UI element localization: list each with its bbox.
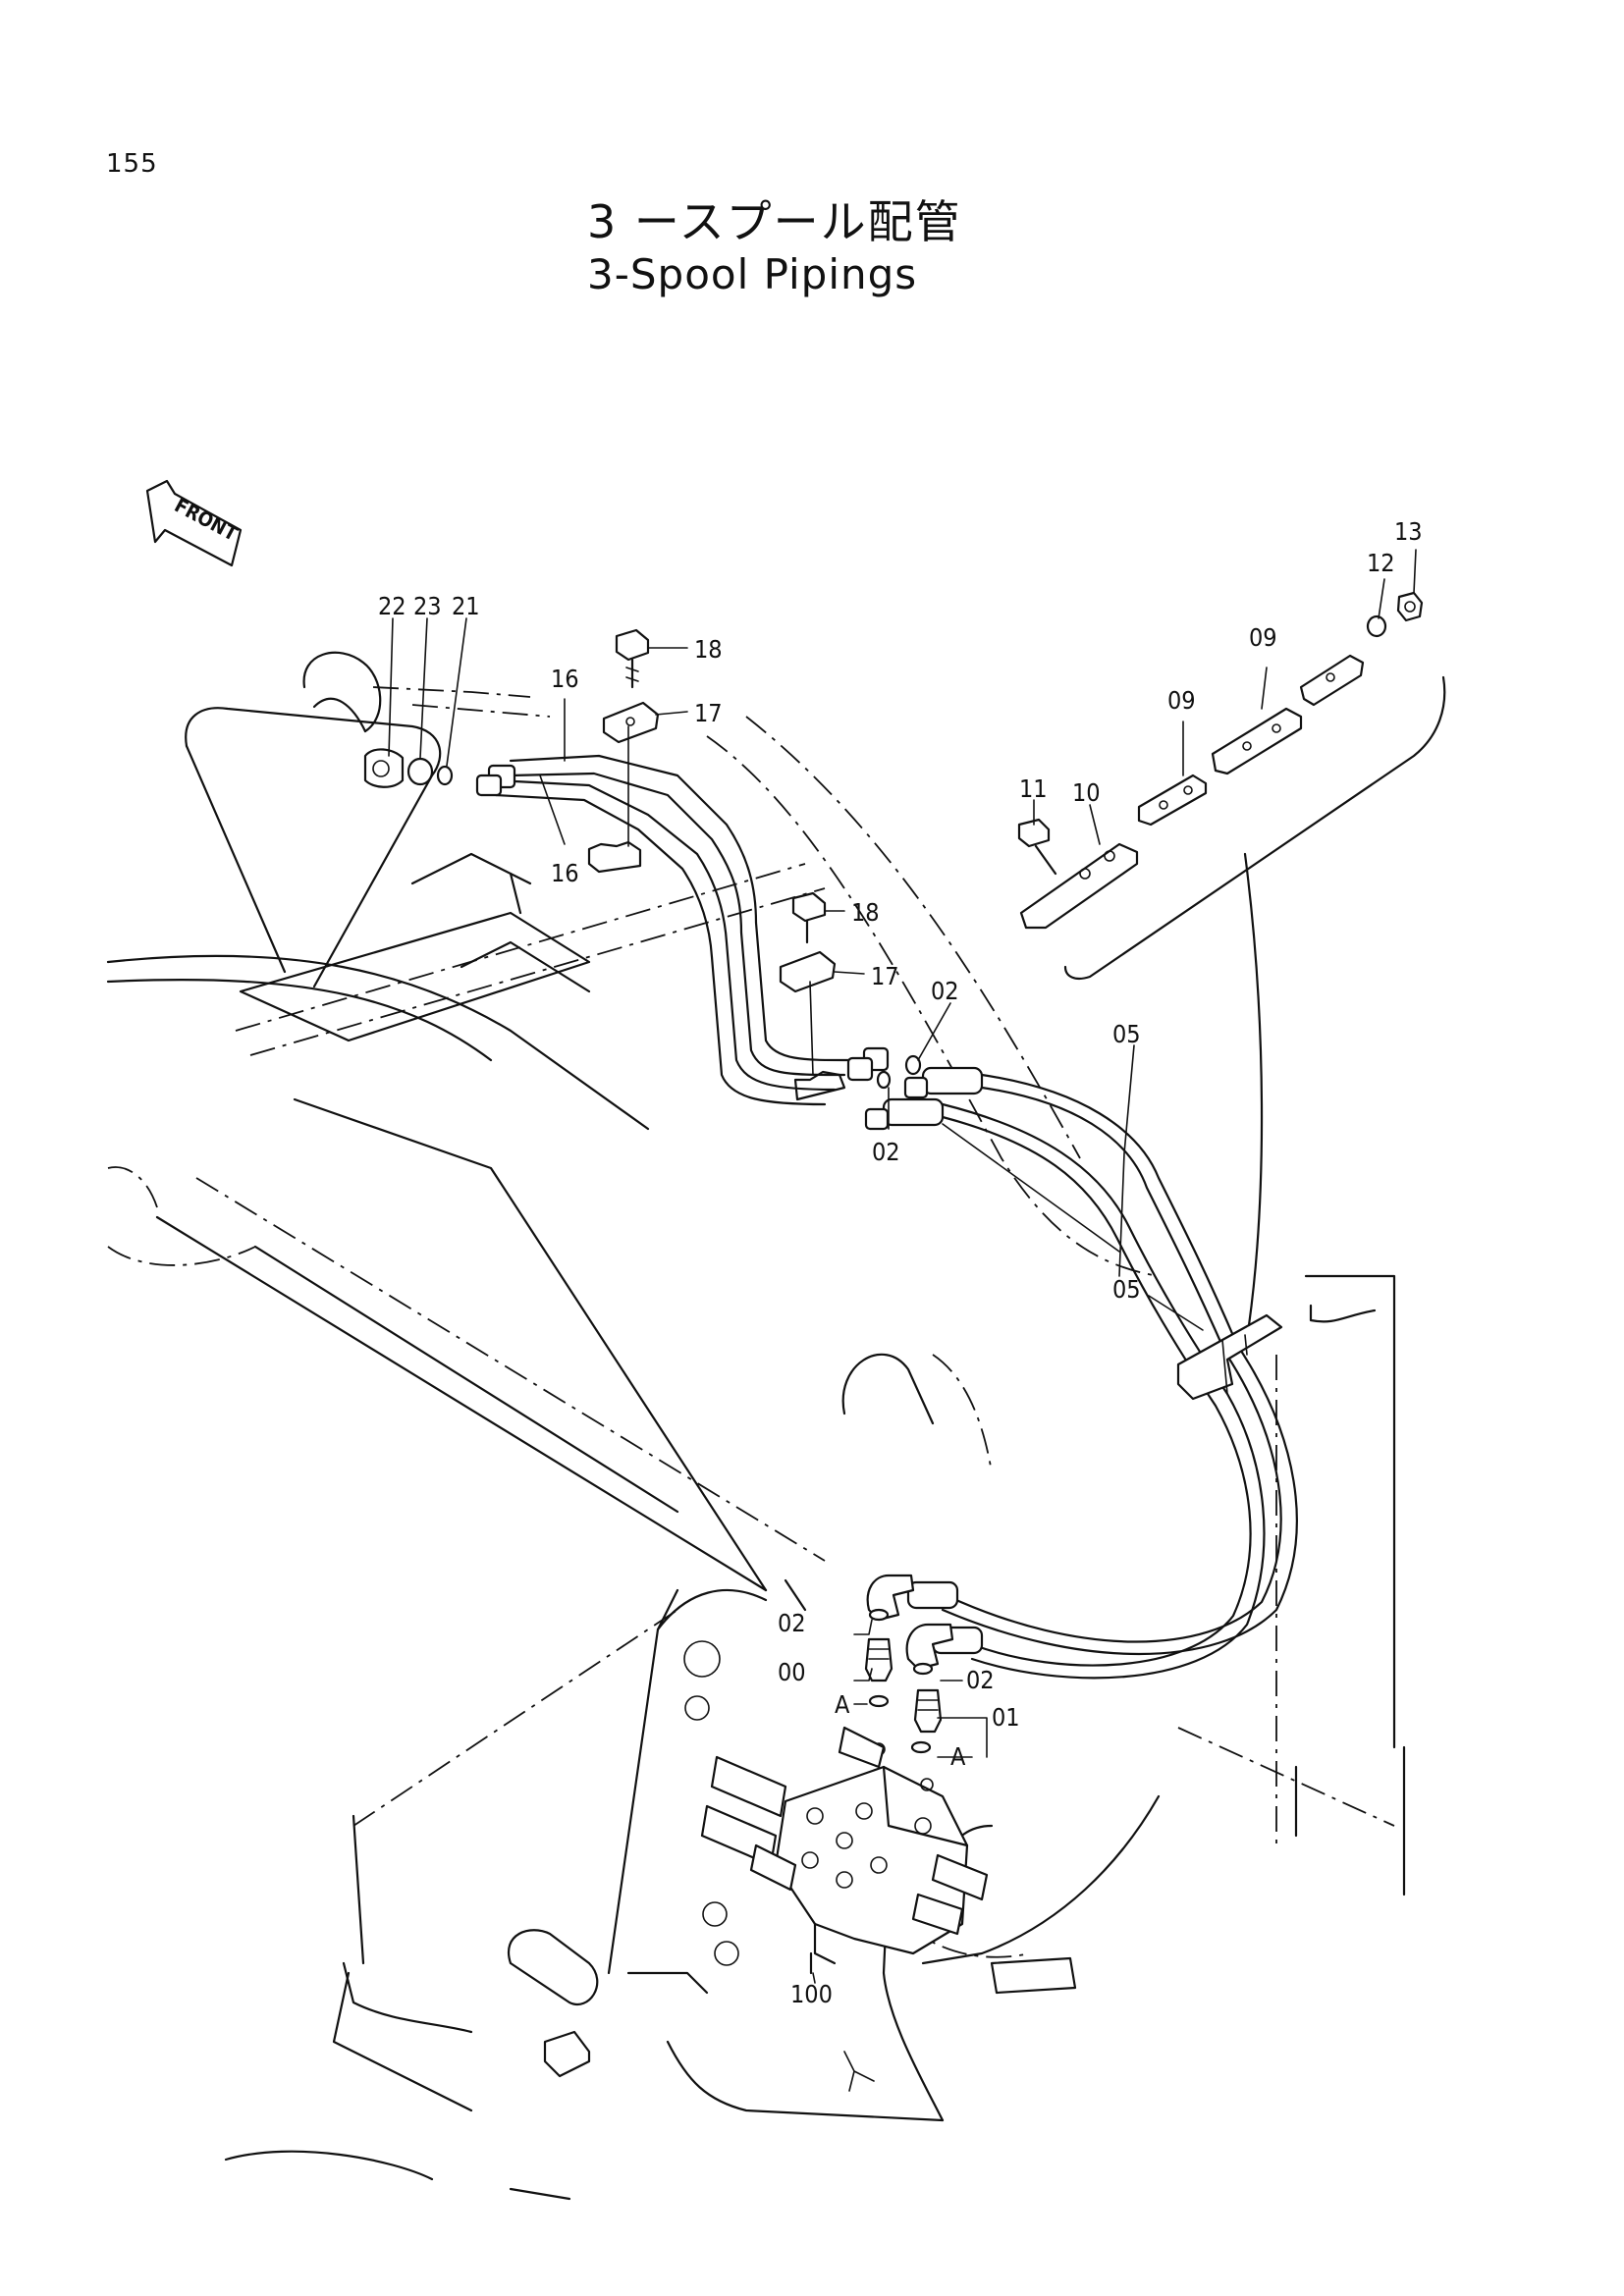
callout-labels: 22 23 21 16 16 18 17 18 17 02 02 05 05 1… (378, 517, 1423, 2008)
callout-00: 00 (778, 1658, 806, 1686)
machine-body-outline (106, 651, 1406, 2201)
clamp-17-lower (779, 950, 846, 1101)
callout-02-valve-top: 02 (778, 1609, 806, 1637)
callout-02-upper-right: 02 (931, 977, 959, 1005)
callout-18-lower: 18 (851, 898, 880, 927)
callout-16-lower: 16 (551, 859, 579, 887)
callout-12: 12 (1367, 549, 1395, 577)
callout-17-lower: 17 (871, 962, 899, 990)
callout-100: 100 (790, 1980, 833, 2008)
inset-detail (1017, 591, 1446, 981)
adapters (864, 1637, 943, 1734)
bolt-18-lower (791, 891, 827, 944)
callout-02-upper-below: 02 (872, 1138, 900, 1166)
diagram-title-english: 3-Spool Pipings (587, 250, 918, 298)
callout-05-upper: 05 (1112, 1020, 1141, 1048)
callout-02-valve-right: 02 (966, 1666, 995, 1694)
fittings-21-22-23 (363, 748, 454, 788)
bolt-18-upper (615, 628, 650, 689)
callout-13: 13 (1394, 517, 1423, 546)
o-rings-02 (868, 1054, 934, 1754)
callout-16-upper: 16 (551, 665, 579, 693)
callout-17-upper: 17 (694, 699, 723, 727)
callout-A-right: A (950, 1742, 966, 1771)
callout-22: 22 (378, 592, 406, 620)
callout-21: 21 (452, 592, 480, 620)
leader-lines (388, 549, 1417, 1984)
page-number: 155 (106, 149, 158, 179)
callout-05-lower: 05 (1112, 1275, 1141, 1304)
callout-09-upper: 09 (1249, 623, 1277, 652)
clamp-17-upper (587, 701, 660, 874)
control-valve (700, 1726, 989, 1975)
diagram-title-japanese: 3 ースプール配管 (587, 195, 962, 248)
front-arrow-icon: FRONT (145, 479, 242, 567)
callout-10: 10 (1072, 778, 1101, 807)
callout-11: 11 (1019, 774, 1048, 803)
pipe-tubes (475, 754, 1298, 1680)
callout-09-lower: 09 (1167, 686, 1196, 715)
callout-18-upper: 18 (694, 635, 723, 664)
callout-01: 01 (992, 1703, 1020, 1732)
callout-23: 23 (413, 592, 442, 620)
callout-A-left: A (835, 1690, 850, 1719)
